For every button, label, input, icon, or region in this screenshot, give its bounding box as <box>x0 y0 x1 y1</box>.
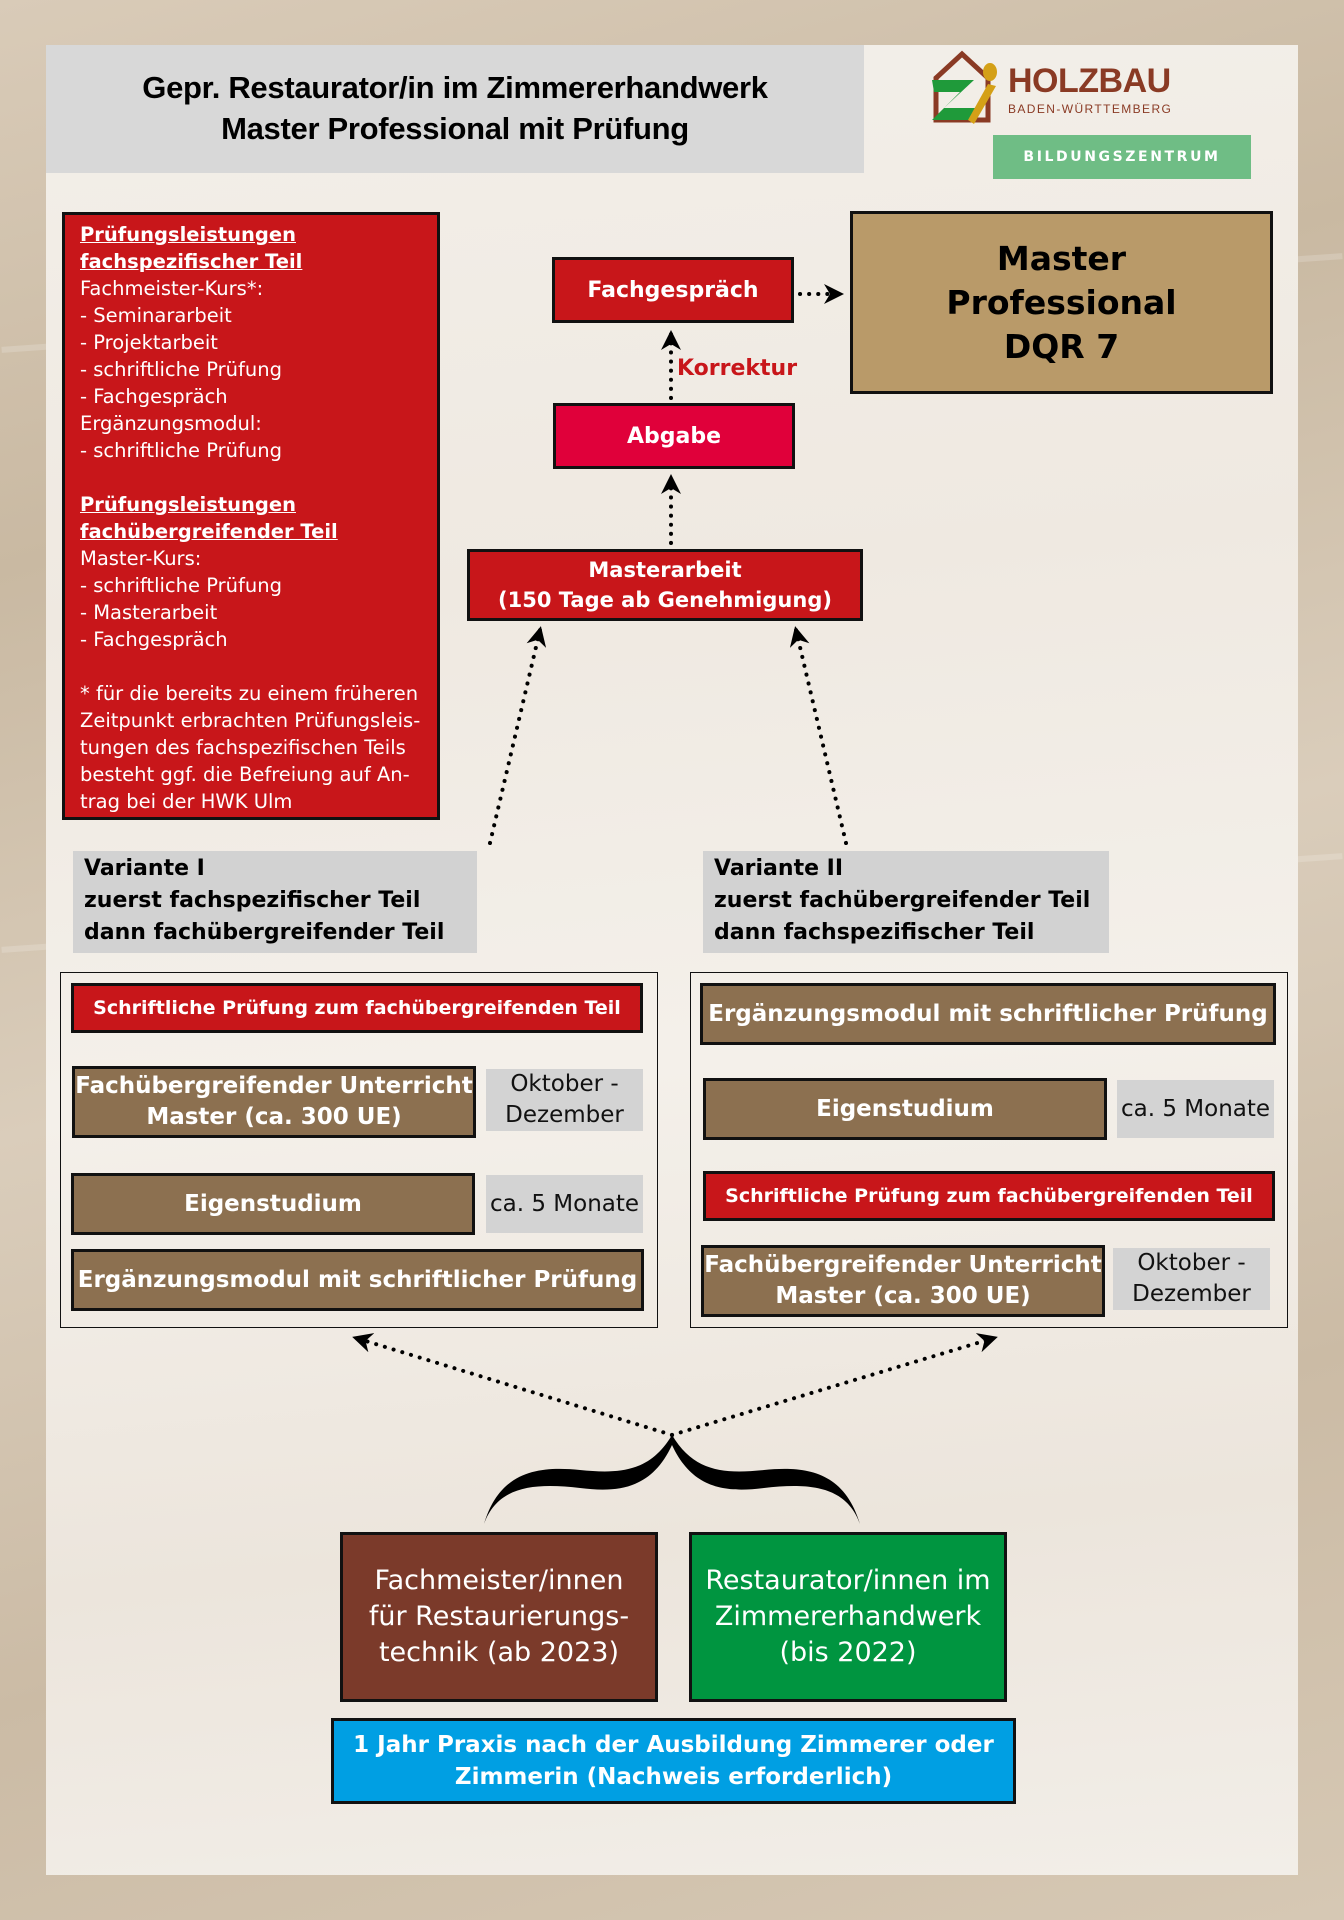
title-line-1: Gepr. Restaurator/in im Zimmererhandwerk <box>142 70 768 106</box>
title-line-2: Master Professional mit Prüfung <box>221 111 689 146</box>
entry-line: Zimmererhandwerk <box>714 1601 982 1632</box>
list-item: - schriftliche Prüfung <box>80 358 282 381</box>
v1-schriftliche-pruefung: Schriftliche Prüfung zum fachübergreifen… <box>71 983 643 1033</box>
footnote-line: besteht ggf. die Befreiung auf An- <box>80 763 410 786</box>
entry-line: technik (ab 2023) <box>378 1637 620 1668</box>
variant-line: dann fachübergreifender Teil <box>84 920 445 945</box>
masterarbeit-duration: (150 Tage ab Genehmigung) <box>498 588 832 612</box>
fachgespraech-box: Fachgespräch <box>552 257 794 323</box>
period-line: Dezember <box>1132 1281 1251 1307</box>
result-line-2: Professional <box>946 282 1177 322</box>
house-logo-icon <box>932 50 997 124</box>
period-line: Dezember <box>505 1102 624 1128</box>
entry-line: Restaurator/innen im <box>705 1565 991 1596</box>
variant-title: Variante I <box>84 856 205 881</box>
unterricht-line: Fachübergreifender Unterricht <box>75 1073 473 1099</box>
variant-line: zuerst fachspezifischer Teil <box>84 888 421 913</box>
masterarbeit-title: Masterarbeit <box>588 558 742 582</box>
list-item: - Fachgespräch <box>80 385 228 408</box>
unterricht-line: Fachübergreifender Unterricht <box>704 1252 1102 1278</box>
v2-eigenstudium: Eigenstudium <box>703 1078 1107 1140</box>
v1-unterricht: Fachübergreifender Unterricht Master (ca… <box>72 1066 476 1138</box>
variant-title: Variante II <box>714 856 844 881</box>
variant-2-label: Variante II zuerst fachübergreifender Te… <box>703 851 1109 953</box>
section1-heading-2: fachspezifischer Teil <box>80 250 303 273</box>
logo-brand: HOLZBAU <box>1008 62 1171 100</box>
section1-heading-1: Prüfungsleistungen <box>80 223 296 246</box>
variant-1-steps <box>60 972 658 1328</box>
bildungszentrum-badge: BILDUNGSZENTRUM <box>993 135 1251 179</box>
fachmeister-entry-box: Fachmeister/innen für Restaurierungs- te… <box>340 1532 658 1702</box>
footnote-line: Zeitpunkt erbrachten Prüfungsleis- <box>80 709 421 732</box>
variant-line: dann fachspezifischer Teil <box>714 920 1035 945</box>
praxis-line: Zimmerin (Nachweis erforderlich) <box>454 1764 893 1790</box>
master-professional-box: Master Professional DQR 7 <box>850 211 1273 394</box>
abgabe-box: Abgabe <box>553 403 795 469</box>
v2-unterricht: Fachübergreifender Unterricht Master (ca… <box>701 1245 1105 1317</box>
list-item: - Fachgespräch <box>80 628 228 651</box>
variant-2-steps <box>690 972 1288 1328</box>
result-line-1: Master <box>996 238 1127 278</box>
variant-1-label: Variante I zuerst fachspezifischer Teil … <box>73 851 477 953</box>
variant-line: zuerst fachübergreifender Teil <box>714 888 1091 913</box>
page-title: Gepr. Restaurator/in im Zimmererhandwerk… <box>46 45 864 173</box>
unterricht-line: Master (ca. 300 UE) <box>146 1104 402 1130</box>
list-item: - Seminararbeit <box>80 304 232 327</box>
list-item: - schriftliche Prüfung <box>80 574 282 597</box>
section2-heading-1: Prüfungsleistungen <box>80 493 296 516</box>
list-item: - Masterarbeit <box>80 601 218 624</box>
masterarbeit-box: Masterarbeit (150 Tage ab Genehmigung) <box>467 549 863 621</box>
v2-ergaenzungsmodul: Ergänzungsmodul mit schriftlicher Prüfun… <box>700 983 1276 1045</box>
v1-eigenstudium-duration: ca. 5 Monate <box>486 1175 643 1233</box>
footnote-line: * für die bereits zu einem früheren <box>80 682 419 705</box>
v2-unterricht-period: Oktober - Dezember <box>1113 1248 1270 1310</box>
list-item: Master-Kurs: <box>80 547 202 570</box>
v2-schriftliche-pruefung: Schriftliche Prüfung zum fachübergreifen… <box>703 1171 1275 1221</box>
unterricht-line: Master (ca. 300 UE) <box>775 1283 1031 1309</box>
period-line: Oktober - <box>510 1071 619 1097</box>
restaurator-entry-box: Restaurator/innen im Zimmererhandwerk (b… <box>689 1532 1007 1702</box>
v1-ergaenzungsmodul: Ergänzungsmodul mit schriftlicher Prüfun… <box>71 1249 644 1311</box>
praxis-line: 1 Jahr Praxis nach der Ausbildung Zimmer… <box>353 1732 994 1758</box>
entry-line: für Restaurierungs- <box>368 1601 630 1632</box>
footnote-line: trag bei der HWK Ulm <box>80 790 293 813</box>
holzbau-logo: HOLZBAU BADEN-WÜRTTEMBERG <box>930 50 1200 126</box>
period-line: Oktober - <box>1137 1250 1246 1276</box>
logo-subtitle: BADEN-WÜRTTEMBERG <box>1008 102 1173 116</box>
entry-line: (bis 2022) <box>779 1637 917 1668</box>
result-line-3: DQR 7 <box>1003 326 1120 366</box>
footnote-line: tungen des fachspezifischen Teils <box>80 736 406 759</box>
v1-eigenstudium: Eigenstudium <box>71 1173 475 1235</box>
list-item: - Projektarbeit <box>80 331 218 354</box>
requirements-box: Prüfungsleistungen fachspezifischer Teil… <box>62 212 440 820</box>
korrektur-label: Korrektur <box>677 356 798 381</box>
list-item: - schriftliche Prüfung <box>80 439 282 462</box>
praxis-requirement-box: 1 Jahr Praxis nach der Ausbildung Zimmer… <box>331 1718 1016 1804</box>
list-item: Ergänzungsmodul: <box>80 412 262 435</box>
section2-heading-2: fachübergreifender Teil <box>80 520 338 543</box>
entry-line: Fachmeister/innen <box>374 1565 624 1596</box>
v1-unterricht-period: Oktober - Dezember <box>486 1069 643 1131</box>
v2-eigenstudium-duration: ca. 5 Monate <box>1117 1080 1274 1138</box>
list-item: Fachmeister-Kurs*: <box>80 277 264 300</box>
